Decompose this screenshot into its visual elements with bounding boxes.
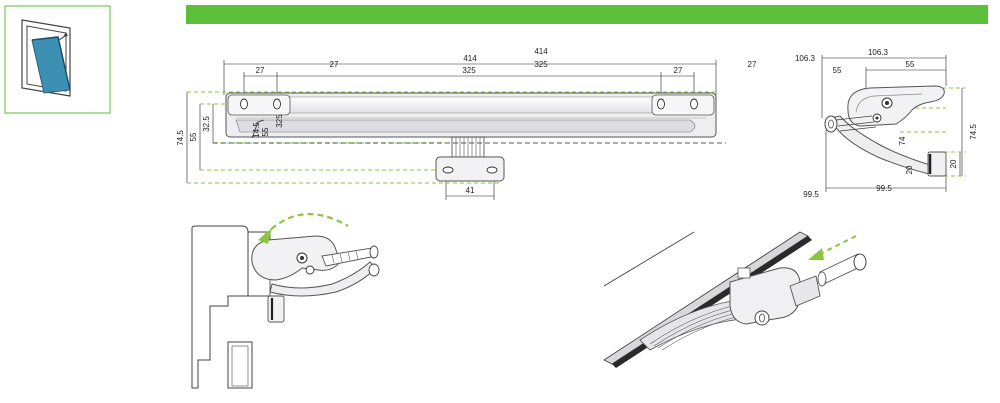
dim-side-bottom-b: 99.5 [876, 184, 892, 193]
dim-inner-a: 14.5 [252, 122, 261, 138]
front-view-drawing: 414 414 27 27 325 325 27 27 74.5 55 32.5… [176, 47, 757, 200]
dim-right-b: 27 [748, 60, 757, 69]
dim-side-height: 74.5 [969, 124, 978, 140]
dim-side-bottom-a: 99.5 [803, 190, 819, 199]
dim-total-b: 414 [463, 54, 477, 63]
dim-total-a: 414 [534, 47, 548, 56]
dim-left-b: 27 [330, 60, 339, 69]
dim-center-a: 325 [462, 66, 476, 75]
dim-bracket: 41 [466, 186, 475, 195]
dim-inner-b: 55 [261, 127, 270, 136]
dim-side-width-a: 106.3 [795, 54, 816, 63]
dim-side-mid-b: 55 [906, 60, 915, 69]
dim-inner-c: 325 [275, 114, 284, 128]
dim-left-a: 27 [256, 66, 265, 75]
dim-side-mid-a: 55 [833, 66, 842, 75]
dim-side-inner: 74 [898, 136, 907, 145]
dim-center-b: 325 [534, 60, 548, 69]
rotate-arrow-icon [258, 228, 272, 244]
dim-side-small-a: 20 [905, 165, 914, 174]
dim-right-a: 27 [674, 66, 683, 75]
dim-height-small: 32.5 [202, 116, 211, 132]
dim-side-small-b: 20 [949, 159, 958, 168]
dim-height-mid: 55 [189, 132, 198, 141]
window-type-box [4, 5, 111, 114]
tilt-window-icon [21, 19, 71, 97]
insert-arrow-icon [808, 248, 824, 260]
perspective-assembly-drawing [603, 231, 867, 368]
dim-side-width-b: 106.3 [868, 48, 889, 57]
dim-height-total: 74.5 [176, 130, 185, 146]
installation-section-drawing [191, 213, 380, 389]
side-view-drawing: 106.3 106.3 55 55 74.5 74 20 20 99.5 99.… [795, 48, 978, 199]
header-bar [186, 5, 988, 24]
